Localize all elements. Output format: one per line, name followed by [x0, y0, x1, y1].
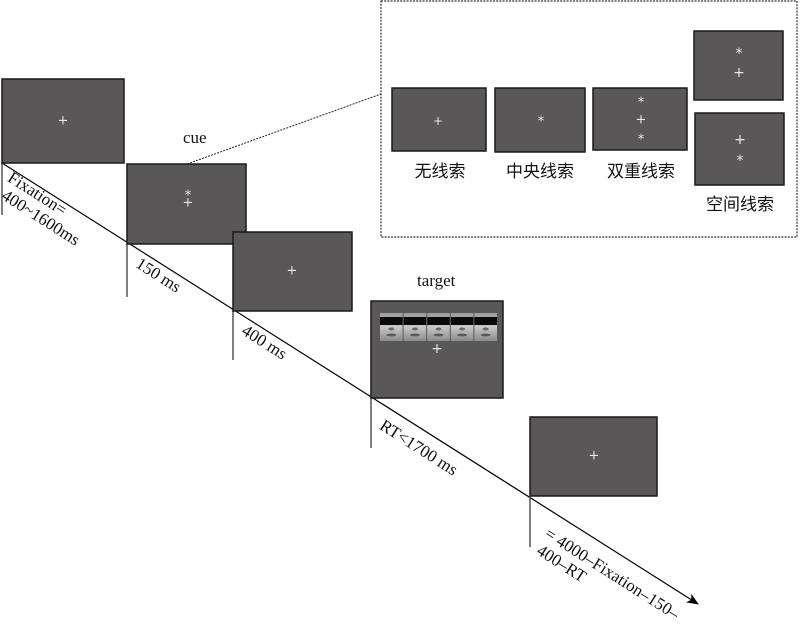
- fixation-cross-icon: +: [589, 449, 600, 464]
- fixation-cross-icon: +: [431, 341, 443, 357]
- no-cue-label: 无线索: [415, 162, 466, 182]
- double-cue-screen: * + *: [592, 87, 688, 151]
- delay-duration-label: 400 ms: [238, 321, 290, 364]
- face-stimulus: [427, 313, 450, 341]
- target-screen: +: [370, 300, 504, 399]
- center-cue-label: 中央线索: [506, 162, 574, 182]
- face-stimulus-row: [380, 313, 497, 341]
- target-duration-label: RT<1700 ms: [376, 416, 461, 480]
- iti-screen: +: [529, 416, 658, 497]
- timeline-arrow: [1, 162, 699, 605]
- eye-mask-bar: [380, 317, 403, 325]
- face-stimulus: [380, 313, 403, 341]
- star-cue-icon: *: [737, 153, 744, 169]
- star-cue-icon: *: [538, 115, 545, 130]
- cue-title: cue: [183, 128, 207, 147]
- star-cue-icon: *: [638, 133, 645, 148]
- no-cue-screen: +: [391, 87, 487, 152]
- eye-mask-bar: [427, 317, 450, 325]
- center-cue-screen: *: [494, 87, 586, 153]
- face-stimulus: [474, 313, 497, 341]
- cue-duration-label: 150 ms: [132, 254, 184, 297]
- fixation-cross-icon: +: [734, 132, 746, 148]
- fixation-cross-icon: +: [183, 196, 194, 211]
- fixation-cross-icon: +: [287, 264, 298, 279]
- fixation-screen: +: [1, 78, 125, 164]
- face-stimulus: [403, 313, 427, 341]
- inset-connector-line: [186, 93, 382, 165]
- fixation-cross-icon: +: [733, 65, 745, 81]
- delay-screen: +: [232, 231, 353, 312]
- face-stimulus: [450, 313, 474, 341]
- star-cue-icon: *: [736, 46, 743, 62]
- spatial-cue-down-screen: + *: [694, 112, 785, 186]
- star-cue-icon: *: [185, 189, 192, 204]
- target-title: target: [417, 271, 456, 290]
- eye-mask-bar: [474, 317, 497, 325]
- spatial-cue-up-screen: * +: [693, 30, 784, 101]
- fixation-cross-icon: +: [433, 114, 443, 128]
- fixation-cross-icon: +: [636, 113, 647, 128]
- star-cue-icon: *: [638, 96, 645, 111]
- fixation-cross-icon: +: [58, 114, 69, 129]
- eye-mask-bar: [403, 317, 427, 325]
- cue-types-inset: [380, 0, 798, 238]
- spatial-cue-label: 空间线索: [706, 195, 774, 215]
- eye-mask-bar: [450, 317, 474, 325]
- double-cue-label: 双重线索: [607, 162, 675, 182]
- cue-screen: * +: [126, 163, 247, 245]
